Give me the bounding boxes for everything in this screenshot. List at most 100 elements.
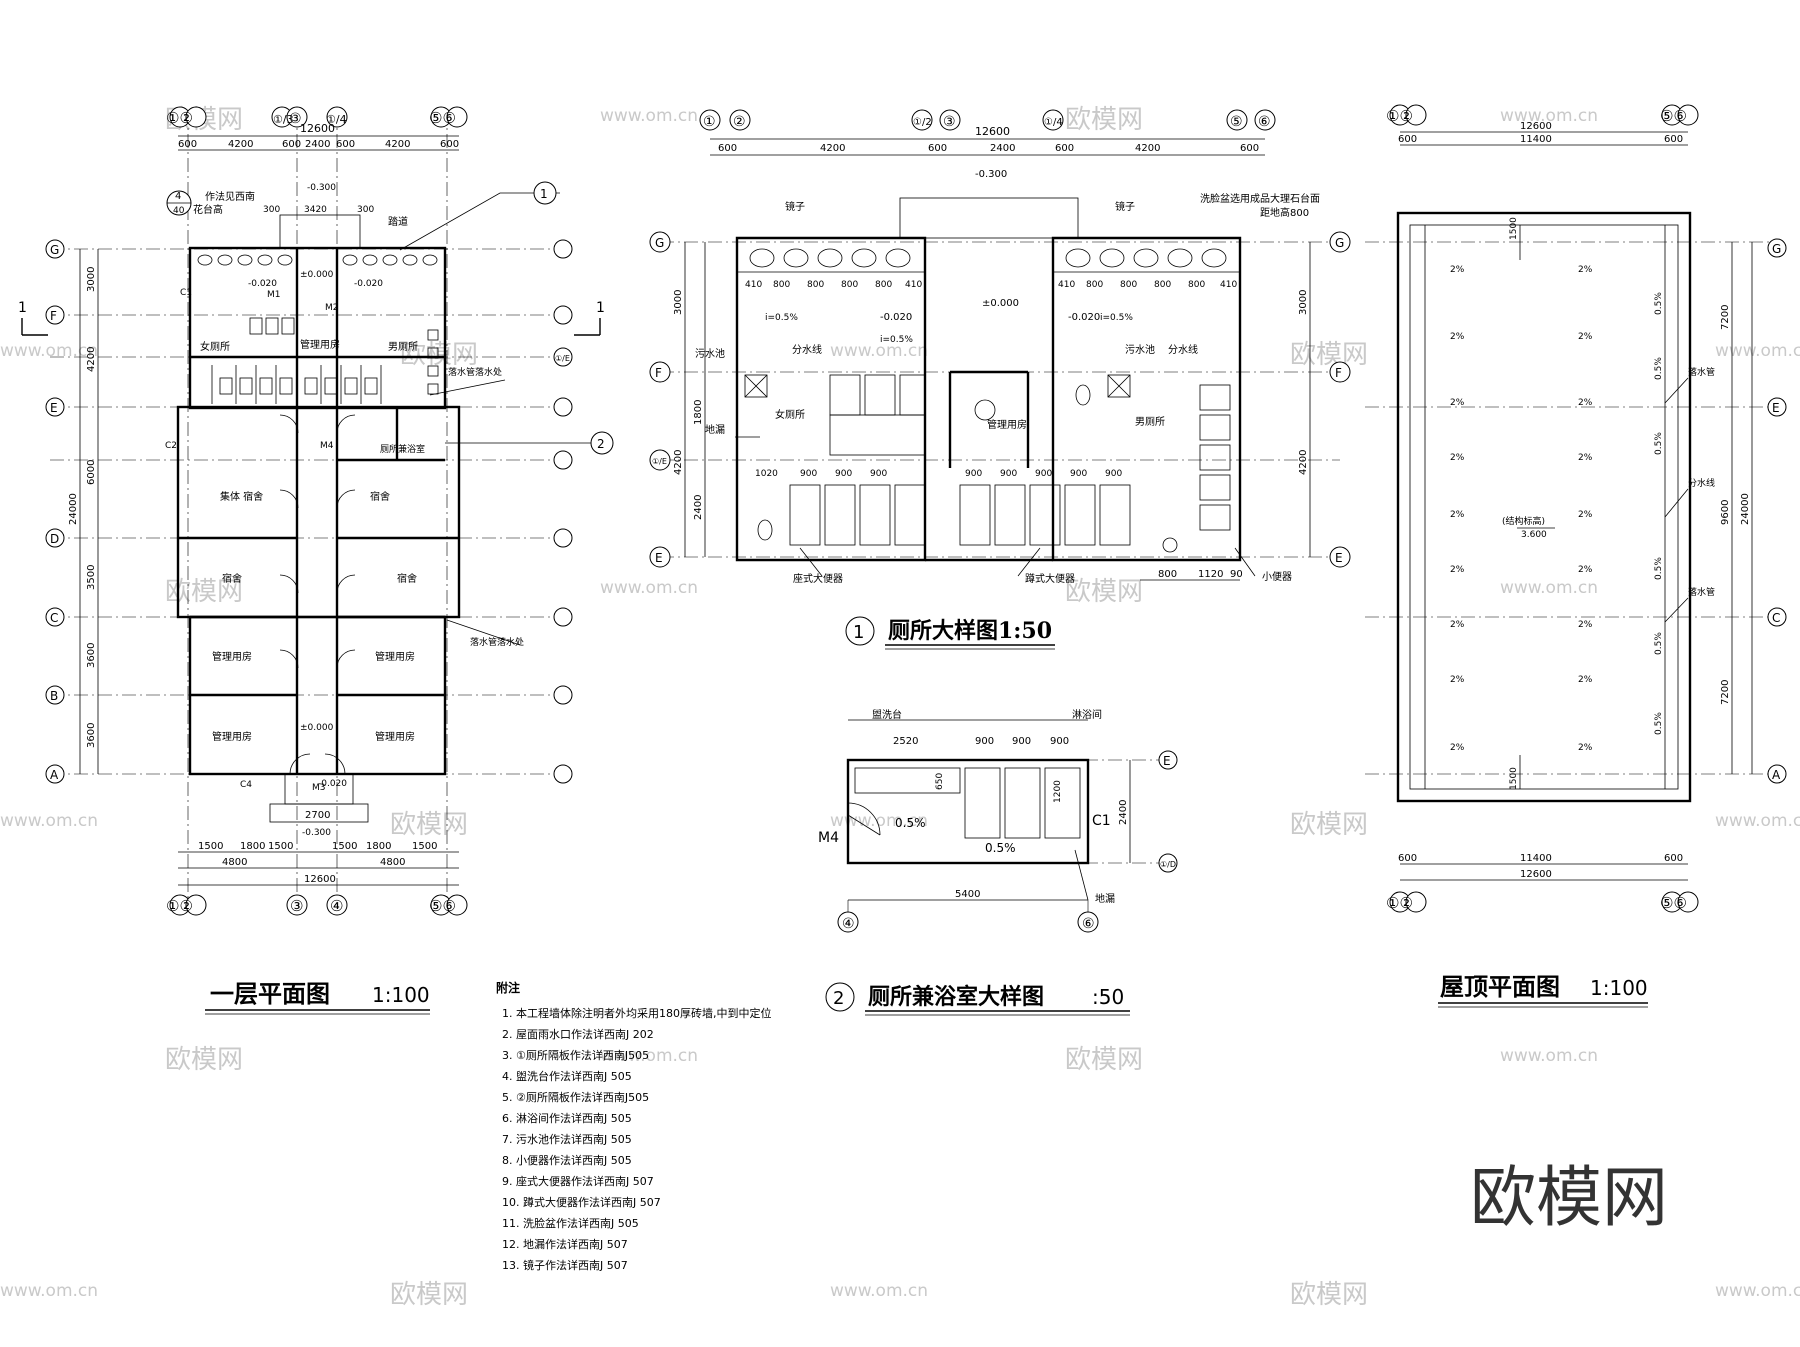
watermark-brand: 欧模网 [1290, 340, 1368, 370]
slope-label: 0.5% [985, 841, 1016, 855]
axis-label: D [50, 532, 59, 546]
dimension-text: 3000 [673, 290, 684, 315]
dimension-text: 800 [1120, 280, 1137, 290]
annotation-label: 污水池 [695, 347, 725, 360]
roof-slopes: 2% 2% 2% 2% 2% 2% 2% 2% 2% 2% 2% 2% 2% 2… [1450, 265, 1664, 753]
dimension-text: 4200 [673, 450, 684, 475]
dimension-text: 2400 [990, 143, 1015, 154]
window-label: C4 [240, 780, 252, 790]
slope-label: 2% [1450, 510, 1465, 520]
watermark-brand: 欧模网 [400, 340, 478, 370]
toilet-detail: ① ② ①/2 ③ ①/4 ⑤ ⑥ 12600 600 4200 600 240… [649, 109, 1351, 650]
axis-label: ①/2 [913, 117, 932, 128]
slope-label: i=0.5% [880, 335, 913, 345]
dimension-text: 900 [975, 736, 994, 747]
watermark-site: www.om.cn [0, 341, 98, 361]
axis-label: E [50, 401, 58, 415]
axis-label: F [1335, 366, 1342, 380]
dimension-text: 2700 [305, 810, 330, 821]
dimension-text: 800 [841, 280, 858, 290]
detail-number: 1 [853, 622, 864, 643]
dimension-text: 2520 [893, 736, 918, 747]
dimension-text: 1500 [268, 841, 293, 852]
axis-label: ④ [330, 897, 343, 915]
dimension-text: 600 [1240, 143, 1259, 154]
axis-label: ①/E [555, 354, 570, 363]
axis-label: C [1772, 611, 1780, 625]
room-label: 管理用房 [987, 418, 1027, 431]
dimension-text: 4200 [820, 143, 845, 154]
slope-label: 0.5% [1654, 432, 1664, 455]
axis-label: ⑥ [1082, 916, 1095, 932]
dimension-text: 600 [1055, 143, 1074, 154]
dimension-text: 800 [875, 280, 892, 290]
window-label: C1 [180, 288, 192, 298]
dimension-text: 600 [928, 143, 947, 154]
axis-label: C [50, 611, 58, 625]
dimension-text: 600 [282, 139, 301, 150]
axis-label: G [655, 236, 664, 250]
axis-label: ③ [290, 897, 303, 915]
axis-label: ④ [842, 916, 855, 932]
annotation-label: 落水管 [1688, 586, 1715, 598]
window-label: C2 [165, 441, 177, 451]
annotation-label: 作法见西南 [205, 190, 255, 203]
slope-label: 2% [1450, 265, 1465, 275]
dimension-text: 410 [1058, 280, 1075, 290]
dimension-text: 600 [336, 139, 355, 150]
axis-label: ② [733, 114, 746, 130]
drawing-scale: 1:100 [372, 983, 430, 1007]
slope-label: 0.5% [1654, 632, 1664, 655]
dimension-text: 410 [1220, 280, 1237, 290]
dimension-text: 3000 [1298, 290, 1309, 315]
room-label: 管理用房 [212, 650, 252, 663]
dimension-text: 600 [1398, 853, 1417, 864]
dimension-text: 410 [745, 280, 762, 290]
dimension-text: 3600 [86, 643, 97, 668]
watermark-site: www.om.cn [600, 106, 698, 126]
dimension-text: 600 [1664, 134, 1683, 145]
watermark-site: www.om.cn [600, 1046, 698, 1066]
dimension-text: 410 [905, 280, 922, 290]
elevation-label: -0.020 [354, 279, 383, 289]
dimension-text: 900 [835, 469, 852, 479]
note-item: 6. 淋浴间作法详西南J 505 [502, 1111, 632, 1125]
annotation-label: 座式大便器 [793, 572, 843, 585]
room-label: 管理用房 [375, 650, 415, 663]
roof-structure-label: (结构标高) [1502, 515, 1545, 527]
dimension-text: 900 [965, 469, 982, 479]
room-label: 宿舍 [222, 572, 242, 585]
watermark-brand: 欧模网 [390, 810, 468, 840]
elevation-label: ±0.000 [300, 723, 334, 733]
dimension-text: 600 [718, 143, 737, 154]
note-item: 2. 屋面雨水口作法详西南J 202 [502, 1027, 654, 1041]
slope-label: 0.5% [895, 816, 926, 830]
dimension-text: 1500 [1509, 767, 1519, 790]
slope-label: 2% [1450, 453, 1465, 463]
slope-label: 0.5% [1654, 712, 1664, 735]
elevation-label: -0.300 [302, 828, 331, 838]
note-item: 3. ①厕所隔板作法详西南J505 [502, 1048, 649, 1062]
note-item: 4. 盥洗台作法详西南J 505 [502, 1069, 632, 1083]
note-item: 8. 小便器作法详西南J 505 [502, 1153, 632, 1167]
svg-text:4: 4 [175, 191, 181, 202]
first-floor-plan: ①② ③ ①/3 ①/4 ⑤⑥ 12600 600 4200 600 2400 … [18, 106, 614, 1015]
drawing-scale: :50 [1092, 985, 1124, 1009]
slope-label: 2% [1450, 675, 1465, 685]
dimension-text: 12600 [304, 874, 336, 885]
slope-label: 0.5% [1654, 557, 1664, 580]
door-label: M3 [312, 783, 326, 793]
elevation-label: -0.020 [318, 779, 347, 789]
slope-label: 2% [1578, 675, 1593, 685]
slope-label: 2% [1578, 265, 1593, 275]
dimension-text: 4200 [86, 347, 97, 372]
room-label: 管理用房 [300, 338, 340, 351]
dimension-text: 11400 [1520, 853, 1552, 864]
dimension-text: 1200 [1053, 780, 1063, 803]
door-label: M1 [267, 290, 281, 300]
dimension-text: 1500 [198, 841, 223, 852]
dimension-text: 4200 [1135, 143, 1160, 154]
note-item: 9. 座式大便器作法详西南J 507 [502, 1174, 654, 1188]
note-item: 13. 镜子作法详西南J 507 [502, 1258, 628, 1272]
dimension-text: 6000 [86, 460, 97, 485]
